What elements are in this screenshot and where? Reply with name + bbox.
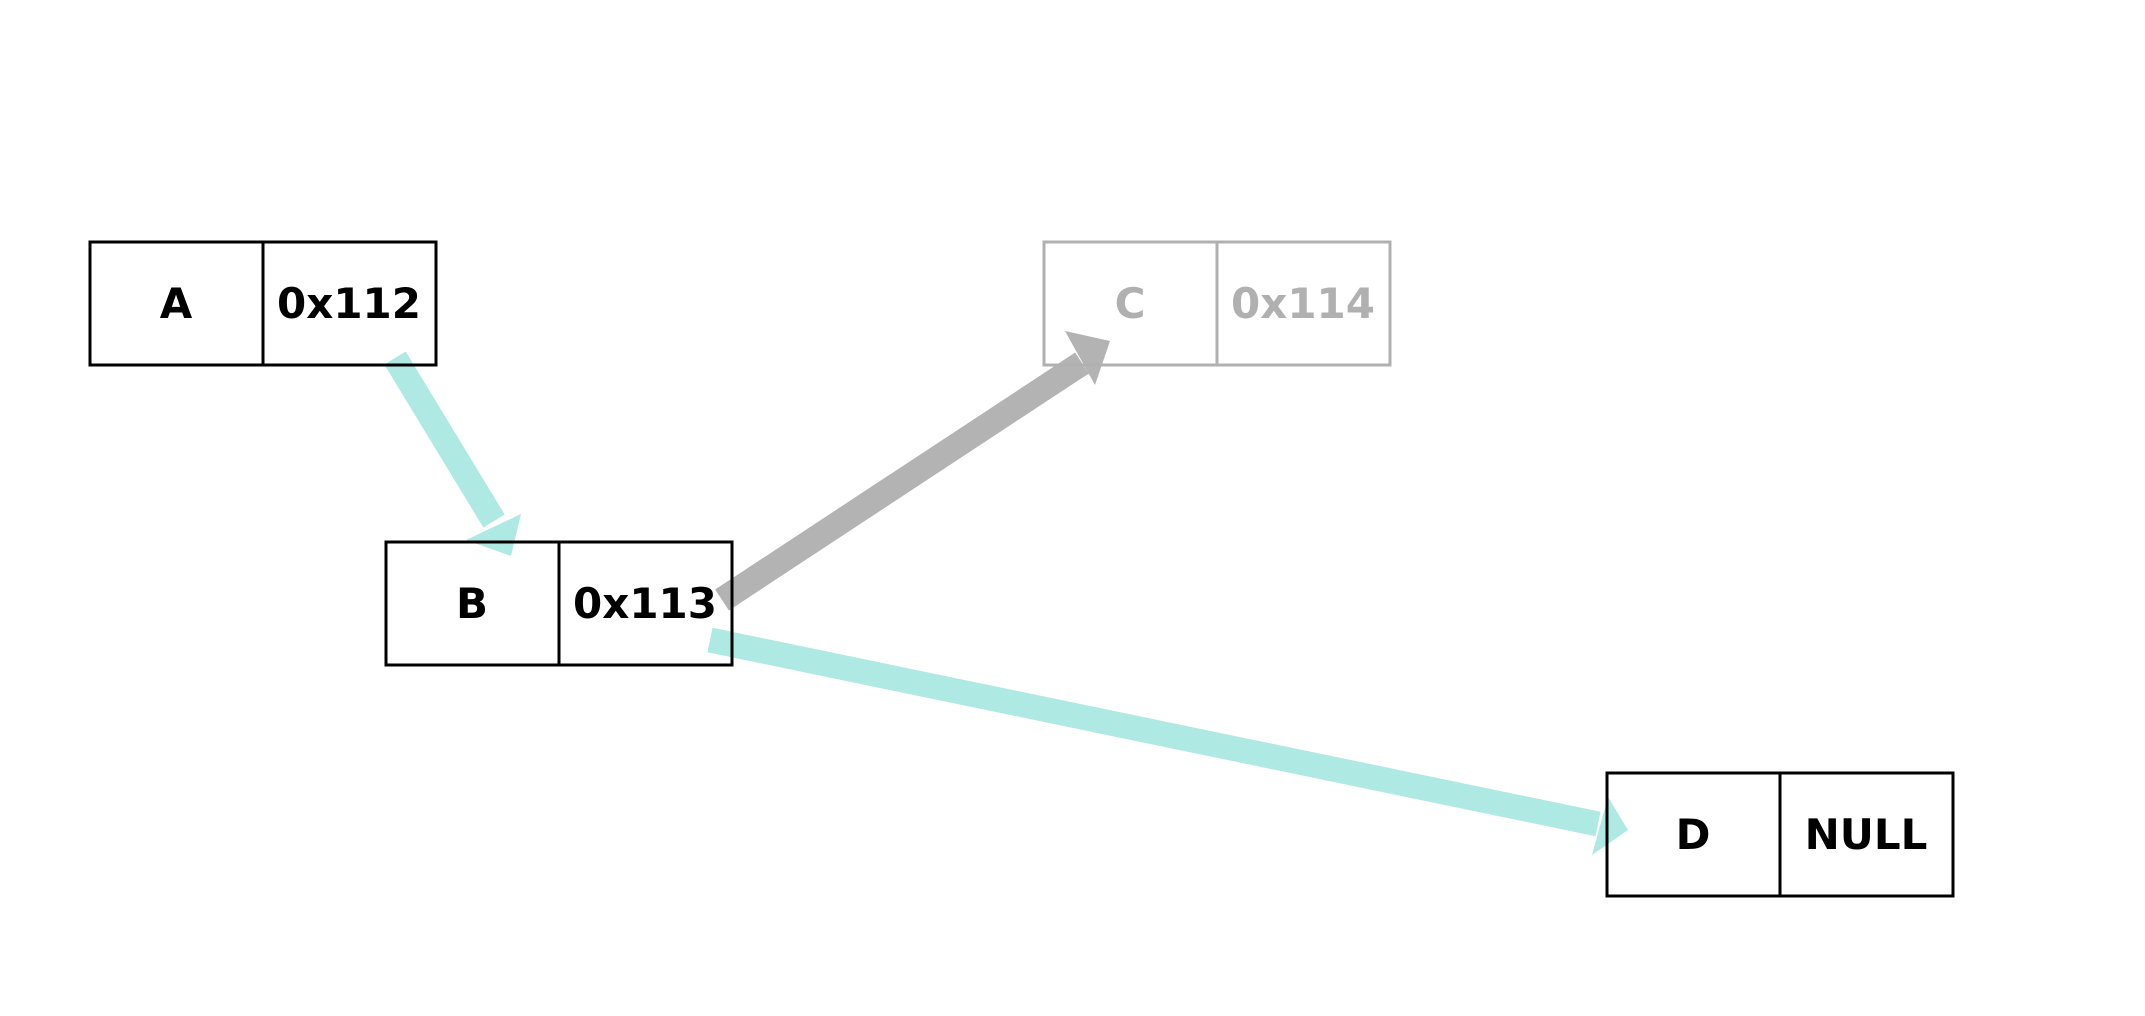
node-a-next-pointer: 0x112 (277, 279, 421, 328)
node-b-next-pointer: 0x113 (573, 579, 717, 628)
node-b-value: B (456, 579, 488, 628)
pointer-arrows (384, 331, 1628, 855)
node-b: B 0x113 (384, 540, 734, 667)
node-c-next-pointer: 0x114 (1231, 279, 1375, 328)
node-a: A 0x112 (88, 240, 438, 367)
node-d-value: D (1676, 810, 1711, 859)
node-c-value: C (1115, 279, 1146, 328)
node-d: D NULL (1605, 771, 1955, 898)
node-c: C 0x114 (1042, 240, 1392, 367)
node-d-next-pointer: NULL (1805, 810, 1928, 859)
node-a-value: A (160, 279, 193, 328)
arrow-b-to-d (707, 627, 1628, 855)
arrow-b-to-c (715, 331, 1110, 611)
arrow-a-to-b (384, 351, 521, 556)
